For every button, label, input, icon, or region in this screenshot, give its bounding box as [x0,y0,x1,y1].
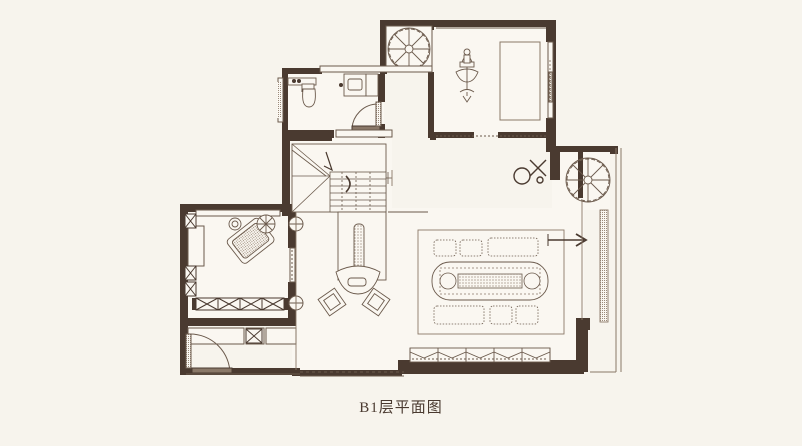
walls [180,20,618,376]
misc-details [277,60,583,370]
round-table-east [256,214,276,234]
direction-arrow [547,233,588,247]
table-runner [457,273,523,289]
hall-partitions [319,65,433,138]
faucet-icon [292,79,296,83]
stair-treads [329,171,387,213]
straight-run-stair [291,143,392,213]
door-entry-southwest [185,333,233,375]
spiral-stair-north [385,25,433,73]
toilet-icon [301,83,316,108]
vanity-sink-icon [339,73,379,97]
plan-caption: B1层平面图 [359,400,443,416]
armchair-left [317,287,347,317]
dining-table-group [417,229,565,335]
chair-row-north [433,237,539,257]
piano-icon [455,48,479,103]
sofa-group [317,211,391,317]
railing-south [409,347,551,363]
decor-planter-icon [513,159,547,185]
spiral-stair-east [565,157,611,203]
bathroom-fixtures [287,73,379,108]
armchair-right [361,287,391,317]
dining-zone-outline [417,229,565,335]
bedroom-furniture [226,214,276,264]
cabinet-hatch-marks [184,213,285,344]
chair-row-south [433,305,539,325]
area-rug [499,41,541,121]
exterior-water-feature [599,209,609,323]
